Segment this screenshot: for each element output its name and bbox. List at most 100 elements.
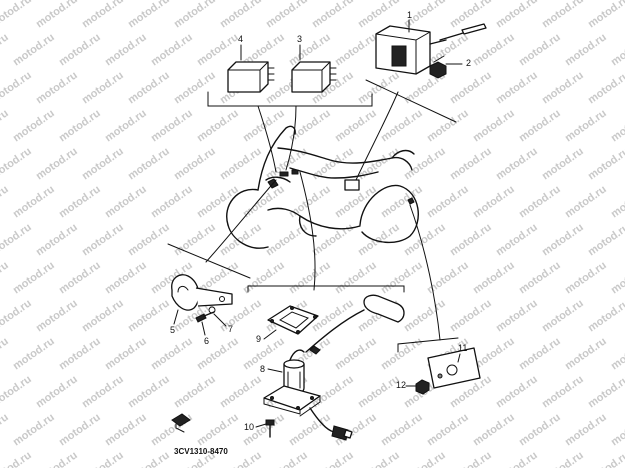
callout-1: 1 [407,10,412,20]
watermark-text: motod.ru [540,449,586,468]
watermark-text: motod.ru [310,221,356,258]
watermark-text: motod.ru [80,373,126,410]
watermark-text: motod.ru [103,259,149,296]
watermark-text: motod.ru [448,221,494,258]
watermark-text: motod.ru [448,69,494,106]
watermark-text: motod.ru [126,221,172,258]
watermark-text: motod.ru [34,221,80,258]
callout-8: 8 [260,364,265,374]
watermark-text: motod.ru [34,0,80,30]
callout-4: 4 [238,34,243,44]
watermark-text: motod.ru [0,107,11,144]
callout-11: 11 [458,343,467,353]
watermark-text: motod.ru [126,297,172,334]
watermark-text: motod.ru [494,297,540,334]
watermark-text: motod.ru [241,183,287,220]
watermark-text: motod.ru [494,69,540,106]
watermark-text: motod.ru [425,183,471,220]
group-bracket-relays [207,91,373,107]
watermark-text: motod.ru [586,449,625,468]
watermark-text: motod.ru [448,145,494,182]
watermark-text: motod.ru [379,107,425,144]
watermark-text: motod.ru [218,373,264,410]
watermark-text: motod.ru [195,335,241,372]
watermark-text: motod.ru [0,221,34,258]
watermark-text: motod.ru [103,107,149,144]
watermark-text: motod.ru [34,145,80,182]
watermark-text: motod.ru [310,449,356,468]
watermark-text: motod.ru [172,0,218,30]
watermark-text: motod.ru [126,449,172,468]
watermark-text: motod.ru [609,107,625,144]
watermark-text: motod.ru [586,0,625,30]
watermark-text: motod.ru [149,107,195,144]
watermark-text: motod.ru [264,0,310,30]
washer-7-illustration [208,306,216,314]
watermark-text: motod.ru [356,373,402,410]
watermark-text: motod.ru [586,373,625,410]
watermark-text: motod.ru [103,335,149,372]
watermark-text: motod.ru [172,145,218,182]
watermark-text: motod.ru [471,31,517,68]
callout-9: 9 [256,334,261,344]
watermark-text: motod.ru [34,297,80,334]
watermark-text: motod.ru [609,411,625,448]
component-1-illustration [375,23,487,75]
watermark-text: motod.ru [80,221,126,258]
watermark-text: motod.ru [402,297,448,334]
watermark-text: motod.ru [609,335,625,372]
watermark-text: motod.ru [494,373,540,410]
watermark-text: motod.ru [310,0,356,30]
watermark-text: motod.ru [563,335,609,372]
leader-lines [205,91,441,341]
watermark-text: motod.ru [80,297,126,334]
watermark-text: motod.ru [586,69,625,106]
watermark-text: motod.ru [80,145,126,182]
group-bracket-sender [247,285,405,293]
gasket-9-illustration [267,305,319,335]
watermark-text: motod.ru [0,335,11,372]
watermark-text: motod.ru [471,259,517,296]
callout-2: 2 [466,58,471,68]
watermark-text: motod.ru [425,411,471,448]
watermark-text: motod.ru [80,0,126,30]
watermark-text: motod.ru [517,335,563,372]
watermark-text: motod.ru [517,259,563,296]
watermark-text: motod.ru [586,221,625,258]
watermark-text: motod.ru [471,411,517,448]
watermark-text: motod.ru [149,335,195,372]
watermark-text: motod.ru [34,449,80,468]
watermark-text: motod.ru [586,297,625,334]
relay-3-illustration [291,61,337,93]
watermark-text: motod.ru [103,183,149,220]
watermark-text: motod.ru [57,259,103,296]
watermark-text: motod.ru [126,145,172,182]
watermark-text: motod.ru [218,0,264,30]
callout-7: 7 [228,324,233,334]
watermark-text: motod.ru [57,107,103,144]
watermark-text: motod.ru [356,221,402,258]
watermark-text: motod.ru [517,411,563,448]
watermark-text: motod.ru [34,69,80,106]
watermark-text: motod.ru [57,335,103,372]
watermark-text: motod.ru [425,259,471,296]
watermark-text: motod.ru [563,107,609,144]
watermark-text: motod.ru [264,449,310,468]
group-bracket-plate [397,337,459,353]
watermark-text: motod.ru [356,0,402,30]
watermark-text: motod.ru [494,221,540,258]
watermark-text: motod.ru [149,183,195,220]
watermark-text: motod.ru [563,411,609,448]
watermark-text: motod.ru [195,31,241,68]
nut-12-illustration [415,379,430,395]
watermark-text: motod.ru [609,183,625,220]
watermark-text: motod.ru [126,0,172,30]
watermark-text: motod.ru [379,259,425,296]
watermark-text: motod.ru [448,0,494,30]
watermark-text: motod.ru [356,449,402,468]
watermark-text: motod.ru [540,297,586,334]
watermark-text: motod.ru [0,145,34,182]
watermark-text: motod.ru [0,259,11,296]
watermark-text: motod.ru [333,335,379,372]
watermark-text: motod.ru [172,373,218,410]
